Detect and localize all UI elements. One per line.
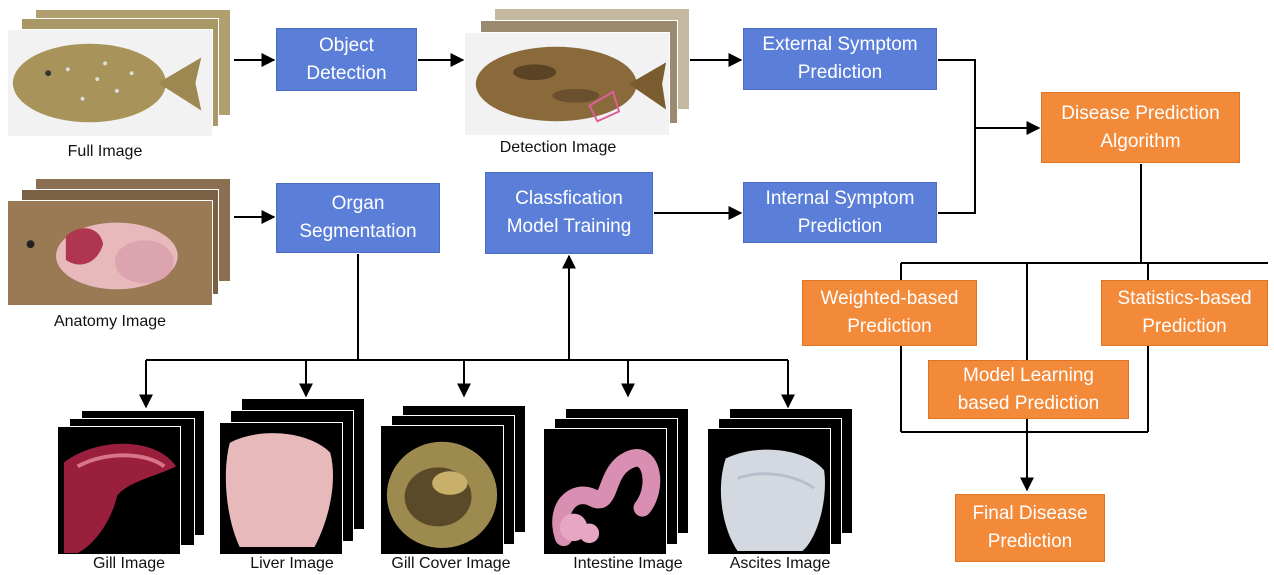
gill-image-front bbox=[57, 426, 181, 555]
detection-image-caption: Detection Image bbox=[478, 139, 638, 157]
model-learning-prediction-box: Model Learning based Prediction bbox=[928, 360, 1129, 419]
intestine-photo bbox=[544, 429, 666, 554]
gill-cover-photo bbox=[381, 426, 503, 554]
classification-training-box: Classfication Model Training bbox=[485, 172, 653, 254]
full-image-stack bbox=[7, 9, 231, 137]
ascites-image-caption: Ascites Image bbox=[705, 555, 855, 573]
liver-image-front bbox=[219, 422, 343, 555]
disease-prediction-algorithm-box: Disease Prediction Algorithm bbox=[1041, 92, 1240, 163]
final-prediction-box: Final Disease Prediction bbox=[955, 494, 1105, 562]
liver-image-stack bbox=[219, 398, 365, 555]
liver-image-caption: Liver Image bbox=[232, 555, 352, 573]
gill-cover-image-stack bbox=[380, 405, 526, 555]
object-detection-box: Object Detection bbox=[276, 28, 417, 91]
dissected-flounder-photo bbox=[8, 201, 212, 305]
weighted-prediction-box: Weighted-based Prediction bbox=[802, 280, 977, 346]
gill-image-stack bbox=[57, 410, 207, 555]
intestine-image-front bbox=[543, 428, 667, 555]
flounder-photo bbox=[8, 30, 212, 136]
anatomy-image-caption: Anatomy Image bbox=[35, 313, 185, 331]
ascites-image-stack bbox=[707, 408, 853, 555]
gill-photo bbox=[58, 427, 180, 554]
anatomy-image-front bbox=[7, 200, 213, 306]
gill-image-caption: Gill Image bbox=[69, 555, 189, 573]
intestine-image-caption: Intestine Image bbox=[548, 555, 708, 573]
external-symptom-box: External Symptom Prediction bbox=[743, 28, 937, 90]
full-image-caption: Full Image bbox=[40, 143, 170, 161]
intestine-image-stack bbox=[543, 408, 689, 555]
gill-cover-image-caption: Gill Cover Image bbox=[376, 555, 526, 573]
liver-photo bbox=[220, 423, 342, 554]
organ-segmentation-box: Organ Segmentation bbox=[276, 183, 440, 253]
anatomy-image-stack bbox=[7, 178, 231, 306]
internal-symptom-box: Internal Symptom Prediction bbox=[743, 182, 937, 243]
ascites-image-front bbox=[707, 428, 831, 555]
detection-image-stack bbox=[464, 8, 690, 136]
gill-cover-image-front bbox=[380, 425, 504, 555]
detected-flounder-photo bbox=[465, 33, 669, 135]
detection-image-front bbox=[464, 32, 670, 136]
ascites-photo bbox=[708, 429, 830, 554]
statistics-prediction-box: Statistics-based Prediction bbox=[1101, 280, 1268, 346]
full-image-front bbox=[7, 29, 213, 137]
symptom-merge-line bbox=[938, 60, 975, 213]
